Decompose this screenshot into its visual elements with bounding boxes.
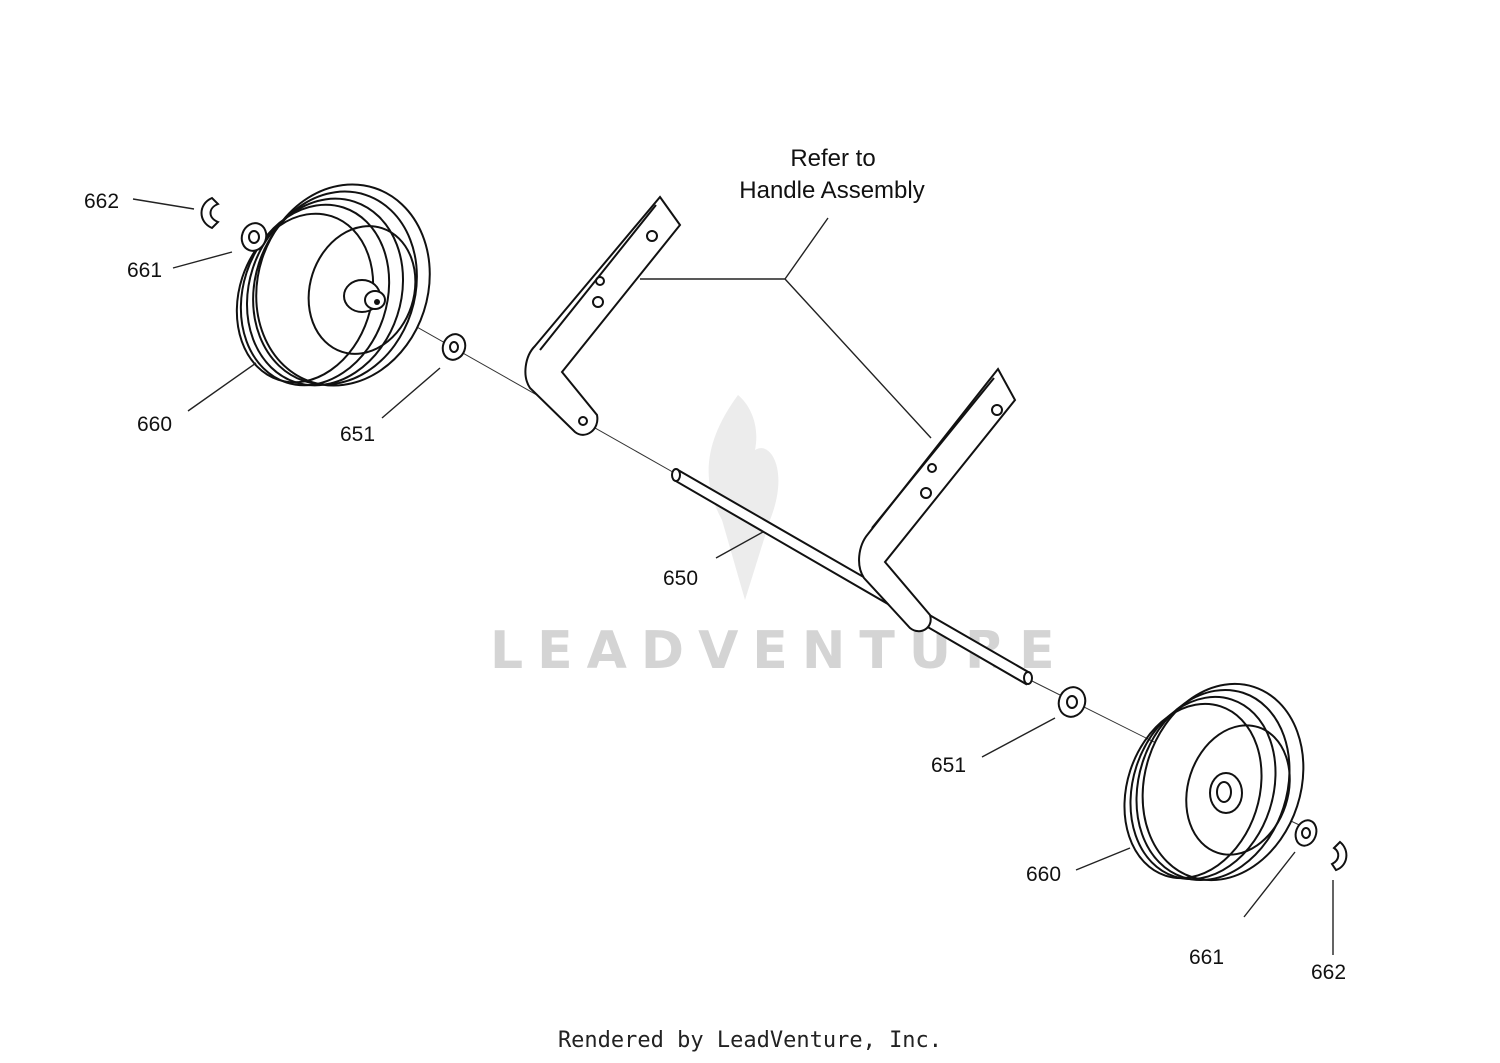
wheel-right[interactable]: [1103, 663, 1328, 901]
label-661-left: 661: [127, 259, 162, 282]
handle-bracket-left: [524, 195, 682, 436]
e-clip-left[interactable]: [200, 196, 220, 230]
leader-lines: [132, 198, 1334, 955]
washer-right-outer[interactable]: [1292, 817, 1320, 848]
watermark: LEADVENTURE: [490, 395, 1069, 681]
footer-credit: Rendered by LeadVenture, Inc.: [557, 1028, 943, 1053]
watermark-flame-icon: [708, 395, 779, 600]
note-line-1: Refer to: [790, 145, 875, 172]
label-660-left: 660: [137, 413, 172, 436]
label-662-right: 662: [1311, 961, 1346, 984]
label-651-left: 651: [340, 423, 375, 446]
note-line-2: Handle Assembly: [739, 177, 924, 204]
handle-bracket-right: [858, 367, 1017, 633]
wheel-left[interactable]: [216, 162, 456, 409]
label-662-left: 662: [84, 190, 119, 213]
washer-right-inner[interactable]: [1055, 683, 1090, 720]
watermark-text: LEADVENTURE: [490, 621, 1069, 681]
washer-left-outer[interactable]: [238, 220, 270, 255]
label-651-right: 651: [931, 754, 966, 777]
label-660-right: 660: [1026, 863, 1061, 886]
label-661-right: 661: [1189, 946, 1224, 969]
label-650: 650: [663, 567, 698, 590]
washer-left-inner[interactable]: [439, 331, 469, 363]
e-clip-right[interactable]: [1330, 840, 1348, 872]
